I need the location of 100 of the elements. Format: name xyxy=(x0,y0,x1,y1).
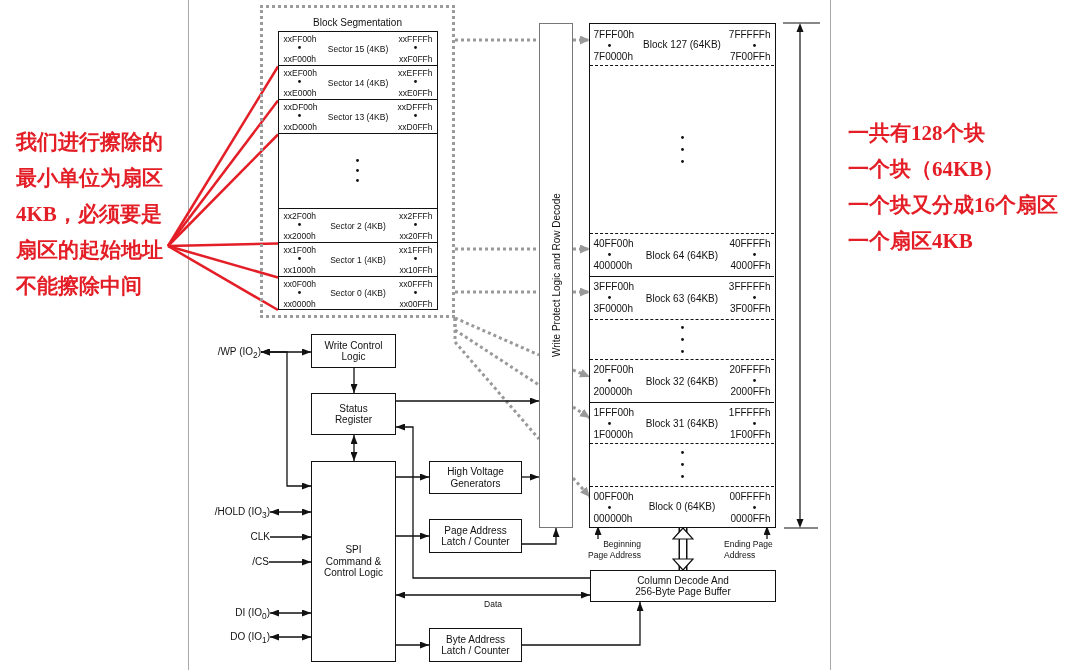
address-label: xx20FFh xyxy=(399,230,433,241)
address-label: xxEFFFh xyxy=(398,67,433,78)
sector-box xyxy=(278,208,438,244)
section-title: Block Segmentation xyxy=(313,17,402,29)
sector-box xyxy=(278,65,438,101)
pointer-label: Beginning Page Address xyxy=(584,539,641,560)
annotation-text: 一个块又分成16个扇区 xyxy=(848,192,1058,219)
block-label: Block 63 (64KB) xyxy=(645,292,719,303)
ellipsis-box xyxy=(278,133,438,210)
dotted-line xyxy=(455,38,539,42)
block-label: Block 64 (64KB) xyxy=(645,249,719,260)
arrow xyxy=(395,397,540,405)
address-label: xxD0FFh xyxy=(398,121,433,132)
arrow xyxy=(395,473,430,481)
dotted-arrow xyxy=(572,368,591,379)
address-label: xx2F00h xyxy=(283,210,317,221)
address-label: xxFF00h xyxy=(283,33,317,44)
annotation-text: 一个块（64KB） xyxy=(848,156,1005,183)
address-label: 7FFFFFh xyxy=(728,28,771,40)
decoder-box: Write Protect Logic and Row Decode xyxy=(539,23,573,528)
address-label: 200000h xyxy=(593,386,633,397)
sector-label: Sector 14 (4KB) xyxy=(327,77,389,88)
address-label: xx0FFFh xyxy=(398,278,433,289)
pin-label: /CS xyxy=(252,555,269,569)
sector-box xyxy=(278,242,438,278)
sector-box xyxy=(278,99,438,135)
address-label: 2000FFh xyxy=(730,386,771,397)
dotted-arrow xyxy=(573,244,590,254)
address-label: xx10FFh xyxy=(399,264,433,275)
address-label: 000000h xyxy=(593,513,633,524)
sector-label: Sector 1 (4KB) xyxy=(330,254,386,265)
address-label: xx1F00h xyxy=(283,244,317,255)
arrow xyxy=(395,532,430,540)
address-label: 1F0000h xyxy=(593,429,633,440)
address-label: xxDF00h xyxy=(283,101,318,112)
address-label: 7FFF00h xyxy=(593,28,635,40)
arrow xyxy=(350,367,358,394)
address-label: xx1FFFh xyxy=(398,244,433,255)
leader-line xyxy=(167,133,279,247)
double-arrow xyxy=(350,434,358,462)
pin-label: DI (IO$_{0}$) xyxy=(235,606,270,623)
sector-label: Sector 0 (4KB) xyxy=(330,288,386,298)
address-label: 3FFFFFh xyxy=(728,281,771,292)
edge-label: Data xyxy=(483,599,503,609)
dotted-arrow xyxy=(573,287,590,297)
address-label: xxF0FFh xyxy=(398,53,433,64)
address-label: 1FFFFFh xyxy=(728,407,771,418)
address-label: xxFFFFh xyxy=(398,33,433,44)
arrow xyxy=(395,641,430,649)
address-label: 00FFFFh xyxy=(729,491,771,502)
annotation-text: 一个扇区4KB xyxy=(848,228,973,255)
double-arrow xyxy=(269,609,312,617)
address-label: 0000FFh xyxy=(730,513,771,524)
dotted-line xyxy=(454,316,540,357)
address-label: 20FF00h xyxy=(593,364,634,375)
logic-box: High Voltage Generators xyxy=(429,461,522,494)
leader-line xyxy=(167,99,279,247)
address-label: 4000FFh xyxy=(730,260,771,271)
dotted-line xyxy=(455,290,539,294)
pin-label: /HOLD (IO$_{3}$) xyxy=(214,505,270,522)
dotted-arrow xyxy=(573,35,590,45)
address-label: 1FFF00h xyxy=(593,407,635,418)
sector-box xyxy=(278,31,438,67)
double-arrow xyxy=(269,633,312,641)
double-arrow xyxy=(395,591,591,599)
address-label: xx0000h xyxy=(283,298,316,309)
leader-line xyxy=(167,244,279,279)
leader-line xyxy=(166,65,280,247)
arrow xyxy=(521,473,540,481)
address-label: 400000h xyxy=(593,260,633,271)
address-label: xxDFFFh xyxy=(397,101,433,112)
block-label: Block 31 (64KB) xyxy=(645,417,719,428)
address-label: 40FF00h xyxy=(593,238,634,249)
annotation-text: 我们进行擦除的最小单位为扇区4KB，必须要是扇区的起始地址不能擦除中间 xyxy=(16,124,168,304)
pin-label: DO (IO$_{1}$) xyxy=(230,630,270,647)
dotted-line xyxy=(453,318,541,440)
pin-label: /WP (IO$_{2}$) xyxy=(217,345,261,362)
address-label: 3FFF00h xyxy=(593,281,635,292)
sector-label: Sector 2 (4KB) xyxy=(330,220,386,231)
address-label: xx0F00h xyxy=(283,278,317,289)
address-label: xxE000h xyxy=(283,87,317,98)
address-label: xxE0FFh xyxy=(398,87,433,98)
address-label: xx00FFh xyxy=(399,298,433,309)
arrow xyxy=(268,558,312,566)
pointer-label: Ending Page Address xyxy=(724,539,782,560)
address-label: 7F0000h xyxy=(593,50,633,62)
address-label: xx1000h xyxy=(283,264,316,275)
dotted-line xyxy=(455,247,539,251)
address-label: 3F00FFh xyxy=(729,303,771,314)
block-label: Block 32 (64KB) xyxy=(645,375,719,386)
address-label: xxD000h xyxy=(283,121,318,132)
dotted-frame xyxy=(260,5,455,318)
logic-box: Status Register xyxy=(311,393,396,435)
address-label: 7F00FFh xyxy=(729,50,771,62)
arrow xyxy=(521,527,560,545)
double-arrow xyxy=(260,348,312,490)
address-label: 3F0000h xyxy=(593,303,633,314)
address-label: 20FFFFh xyxy=(729,364,771,375)
address-label: 40FFFFh xyxy=(729,238,771,249)
address-label: xx2FFFh xyxy=(398,210,433,221)
